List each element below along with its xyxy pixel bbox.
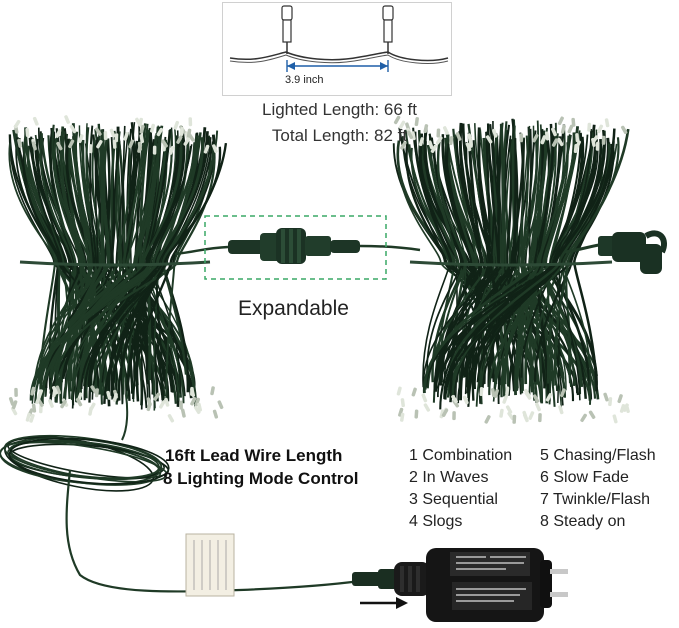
expandable-label: Expandable xyxy=(238,297,349,320)
end-connector xyxy=(564,230,667,274)
light-bundle-left xyxy=(8,115,228,423)
mode-item: 3 Sequential xyxy=(409,491,498,508)
power-adapter xyxy=(394,548,568,622)
mode-item: 2 In Waves xyxy=(409,469,489,486)
mode-item: 4 Slogs xyxy=(409,513,463,530)
wire-tag-label xyxy=(185,533,235,597)
direction-arrow xyxy=(360,597,408,609)
spacing-bulb-right xyxy=(382,5,394,54)
expandable-connector xyxy=(228,228,360,264)
mode-item: 6 Slow Fade xyxy=(540,469,629,486)
spacing-bulb-left xyxy=(281,5,293,54)
bulb-spacing-diagram xyxy=(222,2,452,96)
lead-wire-coil xyxy=(0,434,170,492)
mode-item: 8 Steady on xyxy=(540,513,626,530)
mode-item: 5 Chasing/Flash xyxy=(540,447,656,464)
expandable-highlight-box xyxy=(204,215,387,280)
lighted-length-text: Lighted Length: 66 ft xyxy=(261,100,418,119)
lead-wire-length-text: 16ft Lead Wire Length xyxy=(165,446,343,465)
spacing-wire xyxy=(229,51,449,62)
light-bundle-right xyxy=(392,115,630,424)
mode-item: 1 Combination xyxy=(409,447,513,464)
bulb-spacing-label: 3.9 inch xyxy=(285,74,324,86)
lighting-mode-control-text: 8 Lighting Mode Control xyxy=(163,469,359,488)
mode-item: 7 Twinkle/Flash xyxy=(540,491,650,508)
spacing-arrow xyxy=(286,60,389,72)
total-length-text: Total Length: 82 ft xyxy=(271,126,408,145)
